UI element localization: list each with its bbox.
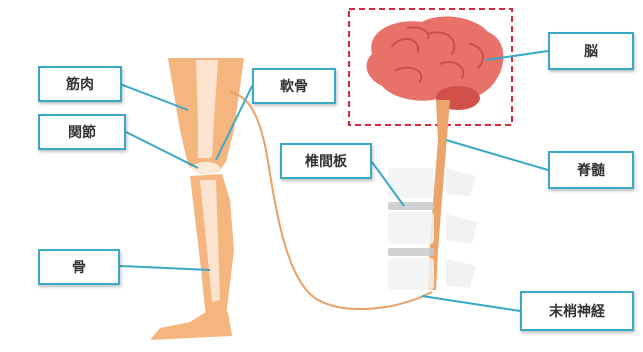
label-cartilage: 軟骨	[252, 68, 336, 104]
vertebrae-illustration	[388, 168, 478, 290]
brain-illustration	[367, 17, 504, 110]
disc-1	[388, 202, 434, 210]
leader-peripheral-nerve	[422, 296, 520, 311]
disc-2	[388, 248, 434, 256]
leader-bone	[120, 266, 210, 270]
spinous-process-3	[446, 258, 476, 288]
label-spinal-cord: 脊髄	[548, 151, 634, 189]
label-bone: 骨	[38, 249, 120, 285]
label-joint: 関節	[38, 114, 126, 150]
label-brain: 脳	[548, 32, 634, 70]
leader-spinal-cord	[446, 140, 548, 170]
vertebra-3	[388, 258, 434, 290]
label-muscle: 筋肉	[38, 66, 122, 102]
label-peripheral-nerve: 末梢神経	[520, 291, 634, 331]
foot-shape	[150, 312, 232, 340]
vertebra-2	[388, 212, 434, 244]
spinous-process-1	[446, 168, 476, 196]
label-intervertebral-disc: 椎間板	[280, 143, 372, 179]
spinous-process-2	[446, 214, 478, 244]
